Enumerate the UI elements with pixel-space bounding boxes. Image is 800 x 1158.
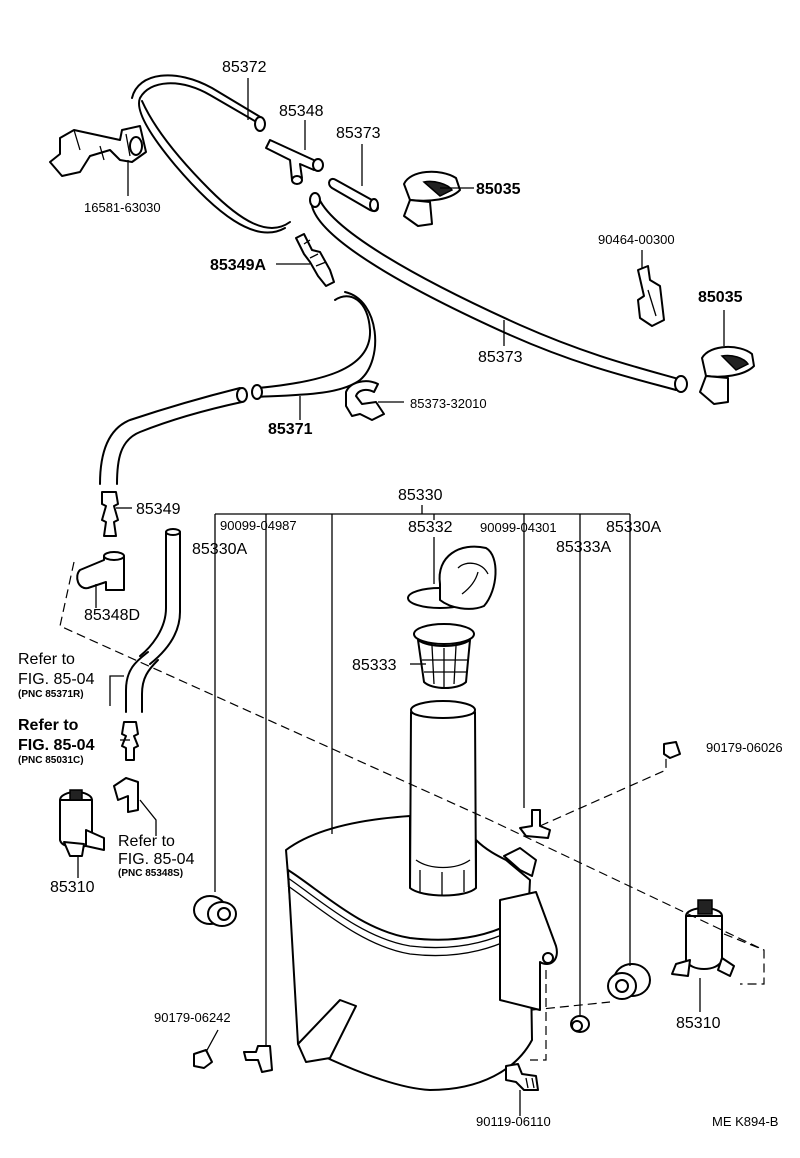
joint-85349A bbox=[295, 233, 335, 287]
label-85330A-right: 85330A bbox=[606, 519, 661, 536]
label-85035-right: 85035 bbox=[698, 289, 743, 306]
label-85349: 85349 bbox=[136, 501, 181, 518]
label-85348: 85348 bbox=[279, 103, 324, 120]
pump-85310-right bbox=[671, 899, 735, 977]
ref2-line3: (PNC 85031C) bbox=[18, 755, 84, 766]
label-90099-04301: 90099-04301 bbox=[480, 520, 557, 535]
strainer-85333 bbox=[413, 623, 475, 689]
cap-85332 bbox=[407, 545, 497, 610]
label-85348D: 85348D bbox=[84, 607, 140, 624]
ref2-line1: Refer to bbox=[18, 717, 79, 734]
label-16581-63030: 16581-63030 bbox=[84, 200, 161, 215]
diagram-code: ME K894-B bbox=[712, 1114, 778, 1129]
hose-85373-short bbox=[328, 178, 379, 212]
ref1-line3: (PNC 85371R) bbox=[18, 689, 84, 700]
label-85373-top: 85373 bbox=[336, 125, 381, 142]
elbow-near-pump bbox=[113, 777, 139, 813]
nut-90179-06026 bbox=[663, 741, 681, 759]
label-85035-top: 85035 bbox=[476, 181, 521, 198]
nozzle-85035-top bbox=[403, 170, 461, 227]
label-85349A: 85349A bbox=[210, 257, 266, 274]
label-90464-00300: 90464-00300 bbox=[598, 232, 675, 247]
grommet-85333A bbox=[570, 1015, 590, 1033]
label-85333: 85333 bbox=[352, 657, 397, 674]
label-90119-06110: 90119-06110 bbox=[476, 1114, 551, 1129]
label-90179-06242: 90179-06242 bbox=[154, 1010, 231, 1025]
ref3-line2: FIG. 85-04 bbox=[118, 851, 195, 868]
hose-85371 bbox=[99, 291, 377, 485]
refer-note-2: Refer to FIG. 85-04 (PNC 85031C) bbox=[18, 717, 95, 766]
refer-note-1: Refer to FIG. 85-04 (PNC 85371R) bbox=[18, 651, 95, 700]
label-85371: 85371 bbox=[268, 421, 313, 438]
filler-neck bbox=[409, 700, 477, 899]
clamp-85373-32010 bbox=[345, 380, 385, 421]
ref2-line2: FIG. 85-04 bbox=[18, 737, 95, 754]
label-90179-06026: 90179-06026 bbox=[706, 740, 783, 755]
clip-90099-04301 bbox=[519, 809, 551, 839]
ref1-line1: Refer to bbox=[18, 651, 75, 668]
label-90099-04987: 90099-04987 bbox=[220, 518, 297, 533]
hose-lower-left bbox=[125, 528, 181, 713]
hose-85373-long bbox=[309, 192, 688, 393]
clip-90099-04987 bbox=[243, 1045, 273, 1073]
refer-note-3: Refer to FIG. 85-04 (PNC 85348S) bbox=[118, 833, 195, 879]
part-labels: 85372 85348 85373 85035 16581-63030 8534… bbox=[50, 59, 783, 1129]
bolt-90119-06110 bbox=[505, 1063, 539, 1091]
label-85333A: 85333A bbox=[556, 539, 611, 556]
nut-90179-06242 bbox=[193, 1049, 213, 1069]
label-85310-right: 85310 bbox=[676, 1015, 721, 1032]
grommet-85330A-right bbox=[607, 963, 651, 1000]
label-85332: 85332 bbox=[408, 519, 453, 536]
label-85373-mid: 85373 bbox=[478, 349, 523, 366]
elbow-85348D bbox=[76, 551, 125, 591]
tank-85330 bbox=[285, 815, 558, 1091]
pump-85310-left bbox=[59, 789, 105, 857]
hose-85372 bbox=[131, 74, 291, 234]
leader-lines bbox=[77, 78, 725, 1116]
label-85330A-left: 85330A bbox=[192, 541, 247, 558]
label-85373-32010: 85373-32010 bbox=[410, 396, 487, 411]
label-85310-left: 85310 bbox=[50, 879, 95, 896]
t-connector-85348 bbox=[265, 139, 324, 185]
ref3-line1: Refer to bbox=[118, 833, 175, 850]
ref3-line3: (PNC 85348S) bbox=[118, 868, 183, 879]
clip-90464-00300 bbox=[637, 265, 665, 327]
joint-lower-left bbox=[121, 721, 139, 761]
label-85330: 85330 bbox=[398, 487, 443, 504]
grommet-85330A-left bbox=[193, 895, 237, 927]
clamp-16581-63030 bbox=[49, 125, 147, 177]
dashed-lines bbox=[59, 561, 765, 1061]
label-85372: 85372 bbox=[222, 59, 267, 76]
joint-85349 bbox=[101, 491, 119, 537]
nozzle-85035-right bbox=[699, 346, 755, 405]
ref1-line2: FIG. 85-04 bbox=[18, 671, 95, 688]
